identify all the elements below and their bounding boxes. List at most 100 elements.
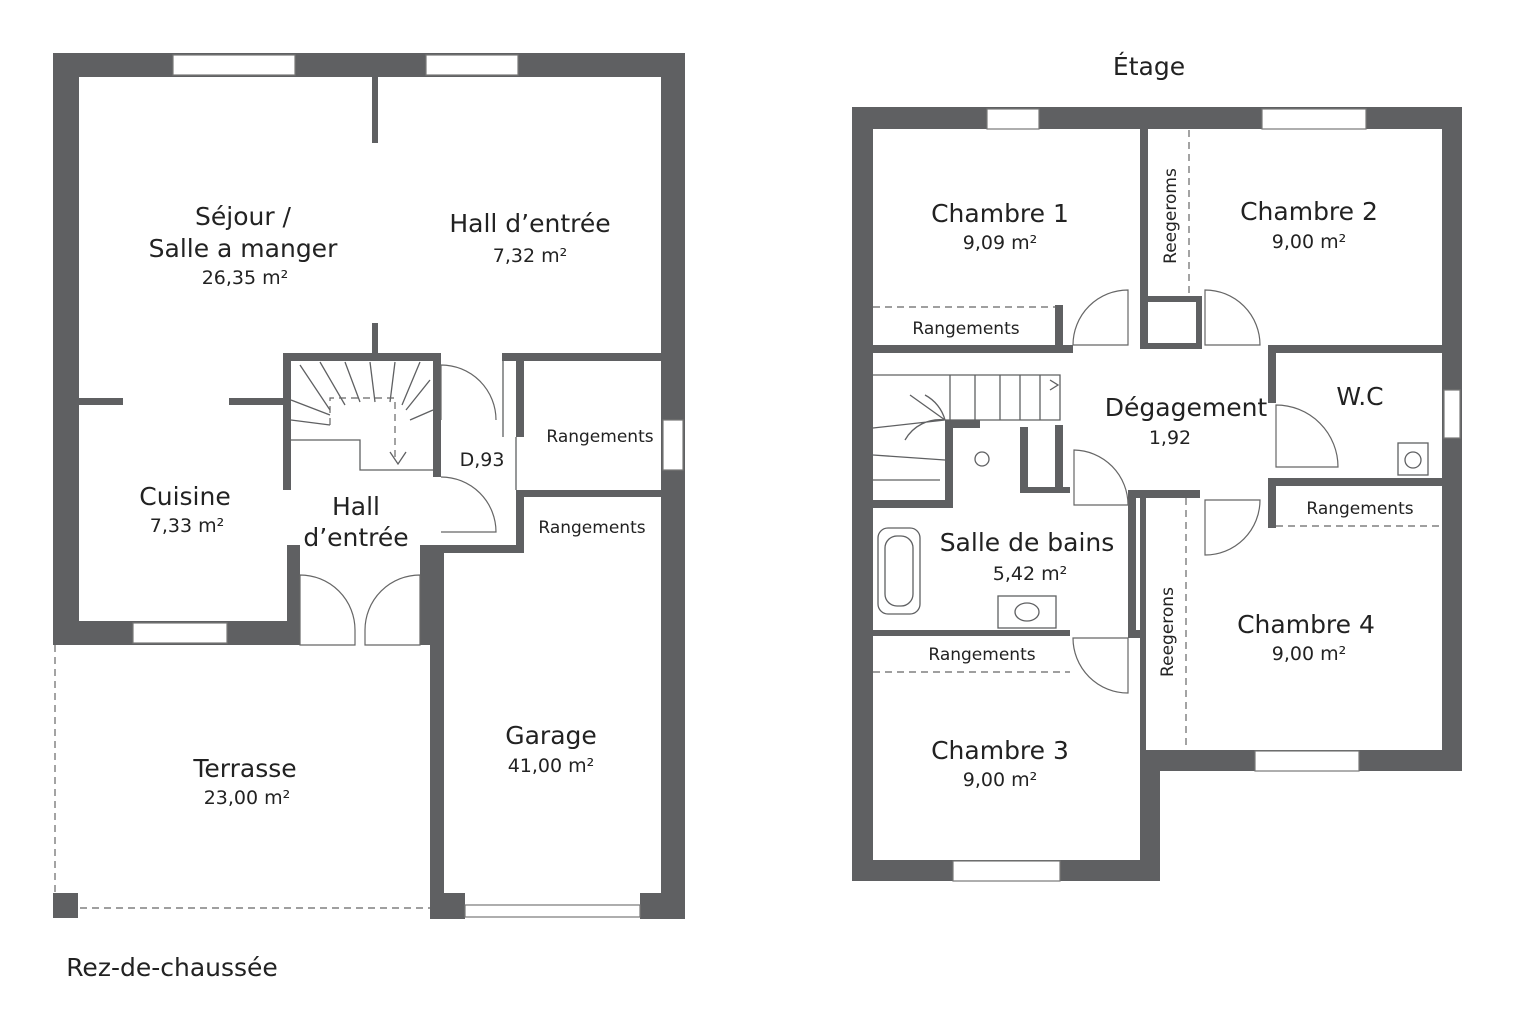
degagement-area: 1,92	[1149, 427, 1191, 449]
sejour-area: 26,35 m²	[202, 267, 289, 289]
window	[172, 54, 296, 76]
rangements-label: Rangements	[538, 518, 645, 538]
window	[1261, 108, 1367, 130]
hall-wall	[287, 545, 300, 645]
window	[952, 860, 1061, 882]
sink-basin	[1014, 602, 1040, 622]
partition	[1055, 425, 1063, 493]
rangements-label: Rangements	[912, 319, 1019, 339]
partition	[372, 323, 378, 355]
partition	[1140, 129, 1148, 349]
upper-left-wall	[852, 107, 873, 881]
salle-de-bains-label: Salle de bains	[940, 528, 1115, 557]
degagement-label: Dégagement	[1105, 393, 1268, 422]
storage-wall	[502, 353, 685, 361]
sejour-label-line2: Salle a manger	[149, 234, 338, 263]
door-swing	[440, 476, 497, 533]
partition	[1128, 490, 1136, 638]
partition	[1268, 478, 1444, 486]
door-swing	[440, 364, 497, 421]
upper-right-wall	[1442, 107, 1462, 771]
door-swing	[1072, 637, 1129, 694]
window	[132, 622, 228, 644]
storage-wall	[516, 353, 524, 437]
partition	[1055, 305, 1063, 353]
terrasse-area: 23,00 m²	[204, 787, 291, 809]
wc-door	[1275, 404, 1339, 468]
ground-floor-title: Rez-de-chaussée	[66, 953, 278, 982]
chambre-3-label: Chambre 3	[931, 736, 1069, 765]
hall-entree-area: 7,32 m²	[493, 245, 567, 267]
chambre-3-area: 9,00 m²	[963, 769, 1037, 791]
ground-right-wall	[661, 53, 685, 919]
stair-wall	[283, 353, 441, 361]
upper-step-wall	[1140, 750, 1160, 881]
rangements-label: Rangements	[546, 427, 653, 447]
storage-outline	[873, 130, 1442, 750]
storage-wall	[516, 490, 661, 497]
rangements-label: Rangements	[1306, 499, 1413, 519]
window	[1254, 750, 1360, 772]
ground-staircase	[290, 361, 434, 471]
partition	[1268, 345, 1276, 403]
salle-de-bains-area: 5,42 m²	[993, 563, 1067, 585]
chambre-4-label: Chambre 4	[1237, 610, 1375, 639]
chambre-1-label: Chambre 1	[931, 199, 1069, 228]
garage-bottom-right-wall	[640, 893, 685, 919]
chambre-2-area: 9,00 m²	[1272, 231, 1346, 253]
partition	[372, 53, 378, 143]
sink	[997, 595, 1057, 629]
front-door-right	[364, 574, 421, 646]
terrace-outline	[54, 645, 430, 909]
garage-area: 41,00 m²	[508, 755, 595, 777]
hall-label-line2: d’entrée	[303, 523, 408, 552]
storage-wall	[516, 490, 524, 552]
partition	[873, 630, 1070, 636]
garage-label: Garage	[505, 721, 597, 750]
terrace-post	[53, 893, 78, 918]
stair-wall	[283, 353, 291, 490]
toilet-bowl	[1404, 451, 1422, 469]
partition	[873, 345, 1073, 353]
chambre-1-area: 9,09 m²	[963, 232, 1037, 254]
partition	[1268, 478, 1276, 528]
front-door-left	[299, 574, 356, 646]
partition	[873, 500, 953, 508]
window	[425, 54, 519, 76]
door-swing	[1204, 499, 1261, 556]
hall-wall	[420, 545, 434, 645]
cuisine-label: Cuisine	[139, 482, 230, 511]
partition	[1128, 630, 1140, 638]
partition	[1268, 345, 1444, 353]
partition	[1020, 427, 1028, 493]
partition	[79, 398, 123, 405]
door-swing	[1072, 289, 1129, 346]
wc-label: W.C	[1336, 382, 1383, 411]
window	[986, 108, 1040, 130]
partition	[1140, 343, 1202, 349]
partition	[1196, 296, 1202, 349]
sejour-label-line1: Séjour /	[195, 202, 292, 231]
partition	[1140, 296, 1196, 302]
partition	[229, 398, 287, 405]
upper-floor-title: Étage	[1113, 52, 1185, 81]
upper-top-wall	[852, 107, 1462, 129]
partition	[945, 420, 953, 508]
toilet	[1397, 442, 1429, 476]
shower-drain	[974, 451, 990, 467]
chambre-2-label: Chambre 2	[1240, 197, 1378, 226]
door-swing	[1073, 449, 1129, 506]
garage-door	[464, 904, 641, 918]
ground-top-wall	[53, 53, 685, 77]
door-jamb	[502, 360, 517, 490]
partition	[945, 420, 980, 428]
window	[662, 419, 684, 471]
ground-floor-plan: Séjour / Salle a manger 26,35 m² Hall d’…	[53, 53, 685, 919]
partition	[1020, 487, 1070, 493]
bathtub-basin	[884, 535, 914, 607]
cuisine-area: 7,33 m²	[150, 515, 224, 537]
partition	[1128, 490, 1200, 498]
hall-label-line1: Hall	[332, 492, 380, 521]
storage-wall	[430, 545, 524, 553]
